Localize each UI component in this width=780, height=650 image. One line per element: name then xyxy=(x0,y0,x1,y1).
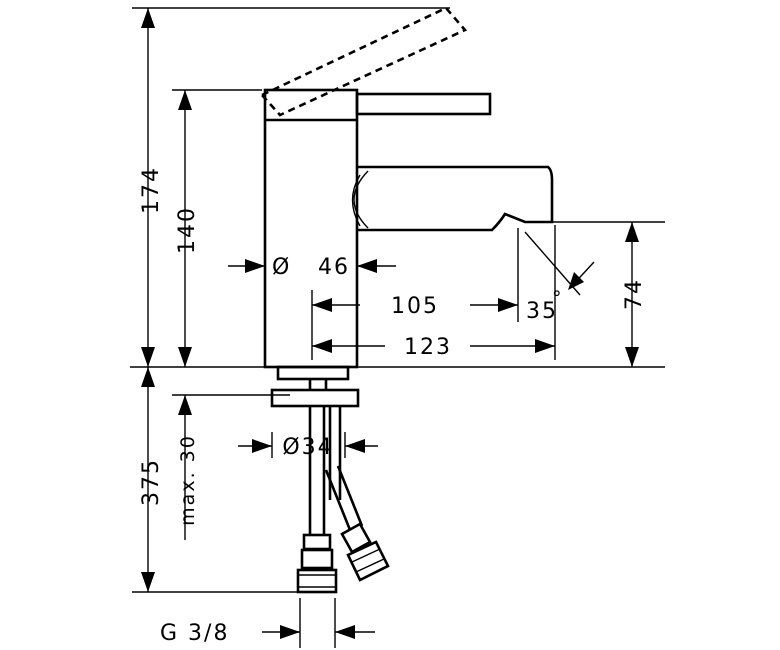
body-diameter-label: 46 xyxy=(318,255,350,280)
shank-length-label: 375 xyxy=(139,458,164,506)
max-thickness-label: max. 30 xyxy=(177,434,199,526)
lever-open-position xyxy=(259,6,468,117)
total-reach-label: 123 xyxy=(404,335,452,360)
spout-reach-label: 105 xyxy=(391,294,439,319)
dimension-labels: 174 140 74 375 max. 30 Ø 46 105 123 35 °… xyxy=(139,166,647,646)
total-height-label: 174 xyxy=(139,166,164,214)
angle-degree-symbol: ° xyxy=(552,287,564,309)
spout-angle-label: 35 xyxy=(526,299,558,324)
dimension-lines xyxy=(141,8,639,639)
shank-diameter-label: Ø34 xyxy=(282,435,333,460)
faucet-body xyxy=(263,88,554,369)
reference-lines xyxy=(130,7,665,648)
diameter-symbol: Ø xyxy=(272,255,291,280)
thread-label: G 3/8 xyxy=(160,621,229,646)
body-height-label: 140 xyxy=(175,206,200,254)
spout-height-label: 74 xyxy=(622,278,647,310)
mounting-assembly xyxy=(270,365,390,594)
